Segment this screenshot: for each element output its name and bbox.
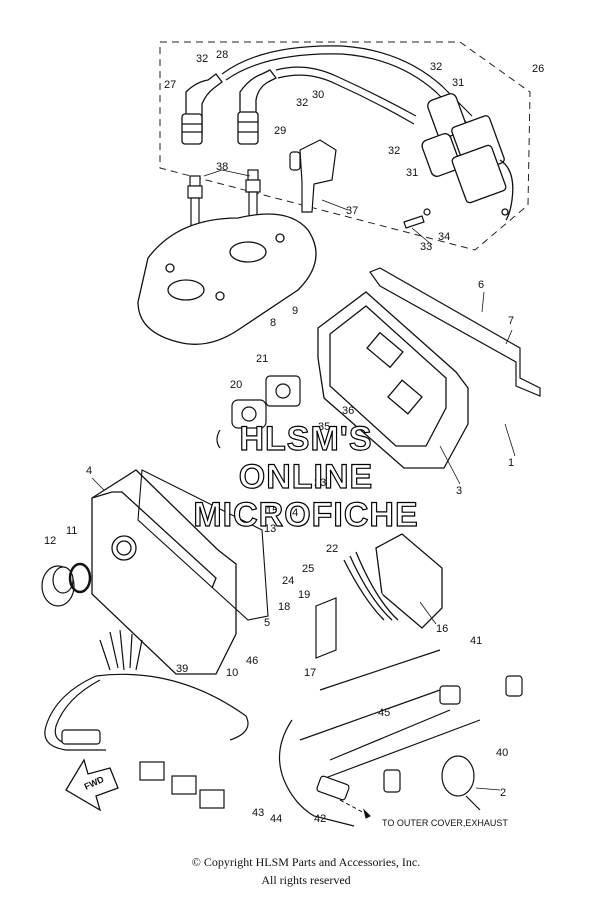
callout-24: 24 — [282, 575, 294, 587]
callout-16: 16 — [436, 623, 448, 635]
watermark-line2: ONLINE — [239, 458, 373, 496]
exhaust-note: TO OUTER COVER,EXHAUST — [382, 818, 508, 828]
callout-labels: 1 2 3 4 5 6 7 8 9 10 11 12 13 14 15 16 1… — [44, 49, 544, 825]
callout-4: 4 — [86, 465, 92, 477]
wire-harness — [44, 629, 249, 809]
watermark-line3: MICROFICHE — [193, 496, 418, 534]
callout-44: 44 — [270, 813, 282, 825]
bracket-7 — [369, 267, 541, 397]
plug-cap-left — [181, 73, 223, 145]
copyright-line: © Copyright HLSM Parts and Accessories, … — [191, 855, 421, 869]
cylinder-head — [137, 213, 317, 345]
callout-7: 7 — [508, 315, 514, 327]
component-21 — [265, 375, 301, 407]
clamp-17 — [315, 597, 337, 659]
callout-25: 25 — [302, 563, 314, 575]
o-ring-11 — [68, 562, 92, 594]
callout-17: 17 — [304, 667, 316, 679]
callout-39: 39 — [176, 663, 188, 675]
gasket-5 — [137, 469, 269, 621]
coil-group-boundary — [159, 41, 531, 251]
callout-32-a: 32 — [196, 53, 208, 65]
callout-19: 19 — [298, 589, 310, 601]
callout-41: 41 — [470, 635, 482, 647]
cable-tie-2 — [441, 755, 481, 811]
plug-cap-right — [237, 69, 277, 145]
callout-10: 10 — [226, 667, 238, 679]
callout-6: 6 — [478, 279, 484, 291]
callout-12: 12 — [44, 535, 56, 547]
callout-32-d: 32 — [388, 145, 400, 157]
forward-arrow — [65, 758, 119, 812]
watermark: HLSM'S ONLINE MICROFICHE — [193, 419, 419, 534]
callout-14: 14 — [286, 507, 298, 519]
callout-31-upper: 31 — [452, 77, 464, 89]
callout-40: 40 — [496, 747, 508, 759]
component-20 — [216, 399, 267, 449]
rights-line: All rights reserved — [261, 873, 351, 887]
leader-lines — [91, 169, 516, 791]
exhaust-arrow — [339, 799, 371, 819]
callout-22: 22 — [326, 543, 338, 555]
coil-screw-33 — [403, 208, 431, 229]
callout-32-b: 32 — [296, 97, 308, 109]
electrical-box-base — [317, 291, 469, 469]
lead-wires — [278, 649, 523, 827]
callout-31-lower: 31 — [406, 167, 418, 179]
callout-32-c: 32 — [430, 61, 442, 73]
callout-38: 38 — [216, 161, 228, 173]
callout-8: 8 — [270, 317, 276, 329]
callout-42: 42 — [314, 813, 326, 825]
callout-26: 26 — [532, 63, 544, 75]
callout-28: 28 — [216, 49, 228, 61]
callout-21: 21 — [256, 353, 268, 365]
callout-46: 46 — [246, 655, 258, 667]
callout-9: 9 — [292, 305, 298, 317]
electrical-box-cover — [91, 469, 237, 675]
callout-29: 29 — [274, 125, 286, 137]
callout-27: 27 — [164, 79, 176, 91]
plug-bracket-37 — [289, 139, 337, 213]
callout-2: 2 — [500, 787, 506, 799]
callout-11: 11 — [66, 525, 77, 537]
cdi-unit — [343, 533, 443, 629]
spark-plug-left — [187, 175, 203, 236]
callout-37: 37 — [346, 205, 358, 217]
callout-1: 1 — [508, 457, 514, 469]
cap-12 — [41, 565, 75, 607]
callout-3: 3 — [456, 485, 462, 497]
callout-36: 36 — [342, 405, 354, 417]
callout-45: 45 — [378, 707, 390, 719]
ignition-coil-lower — [421, 133, 514, 221]
callout-33: 33 — [420, 241, 432, 253]
callout-23: 23 — [314, 477, 326, 489]
callout-13: 13 — [264, 523, 276, 535]
callout-30: 30 — [312, 89, 324, 101]
watermark-line1: HLSM'S — [239, 420, 372, 458]
callout-18: 18 — [278, 601, 290, 613]
callout-20: 20 — [230, 379, 242, 391]
callout-43: 43 — [252, 807, 264, 819]
callout-5: 5 — [264, 617, 270, 629]
callout-34: 34 — [438, 231, 450, 243]
callout-15: 15 — [266, 505, 278, 517]
callout-35: 35 — [318, 421, 330, 433]
